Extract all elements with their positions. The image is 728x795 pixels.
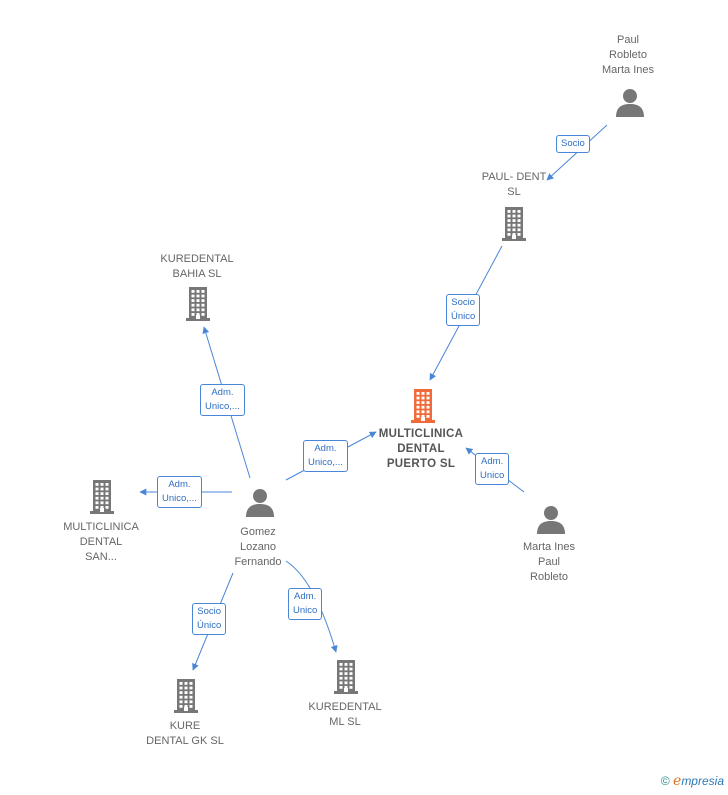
edge-label-adm-unico-main[interactable]: Adm.Unico,... [303, 440, 348, 472]
building-icon [502, 207, 526, 241]
edge-label-socio[interactable]: Socio [556, 135, 590, 153]
edge-label-adm-unico-bahia[interactable]: Adm.Unico,... [200, 384, 245, 416]
edge-label-adm-unico-ml[interactable]: Adm.Unico [288, 588, 323, 620]
edge-label-adm-unico[interactable]: Adm.Unico [475, 453, 510, 485]
copyright-icon: © [660, 774, 670, 788]
building-icon [174, 679, 198, 713]
brand-name: mpresia [681, 774, 724, 788]
person-icon [616, 89, 644, 117]
footer-brand: © empresia [661, 773, 724, 789]
person-icon [537, 506, 565, 534]
edge-label-adm-unico-san[interactable]: Adm.Unico,... [157, 476, 202, 508]
person-icon [246, 489, 274, 517]
brand-initial: e [673, 773, 682, 789]
building-icon [90, 480, 114, 514]
building-icon [411, 389, 435, 423]
building-icon [334, 660, 358, 694]
building-icon [186, 287, 210, 321]
